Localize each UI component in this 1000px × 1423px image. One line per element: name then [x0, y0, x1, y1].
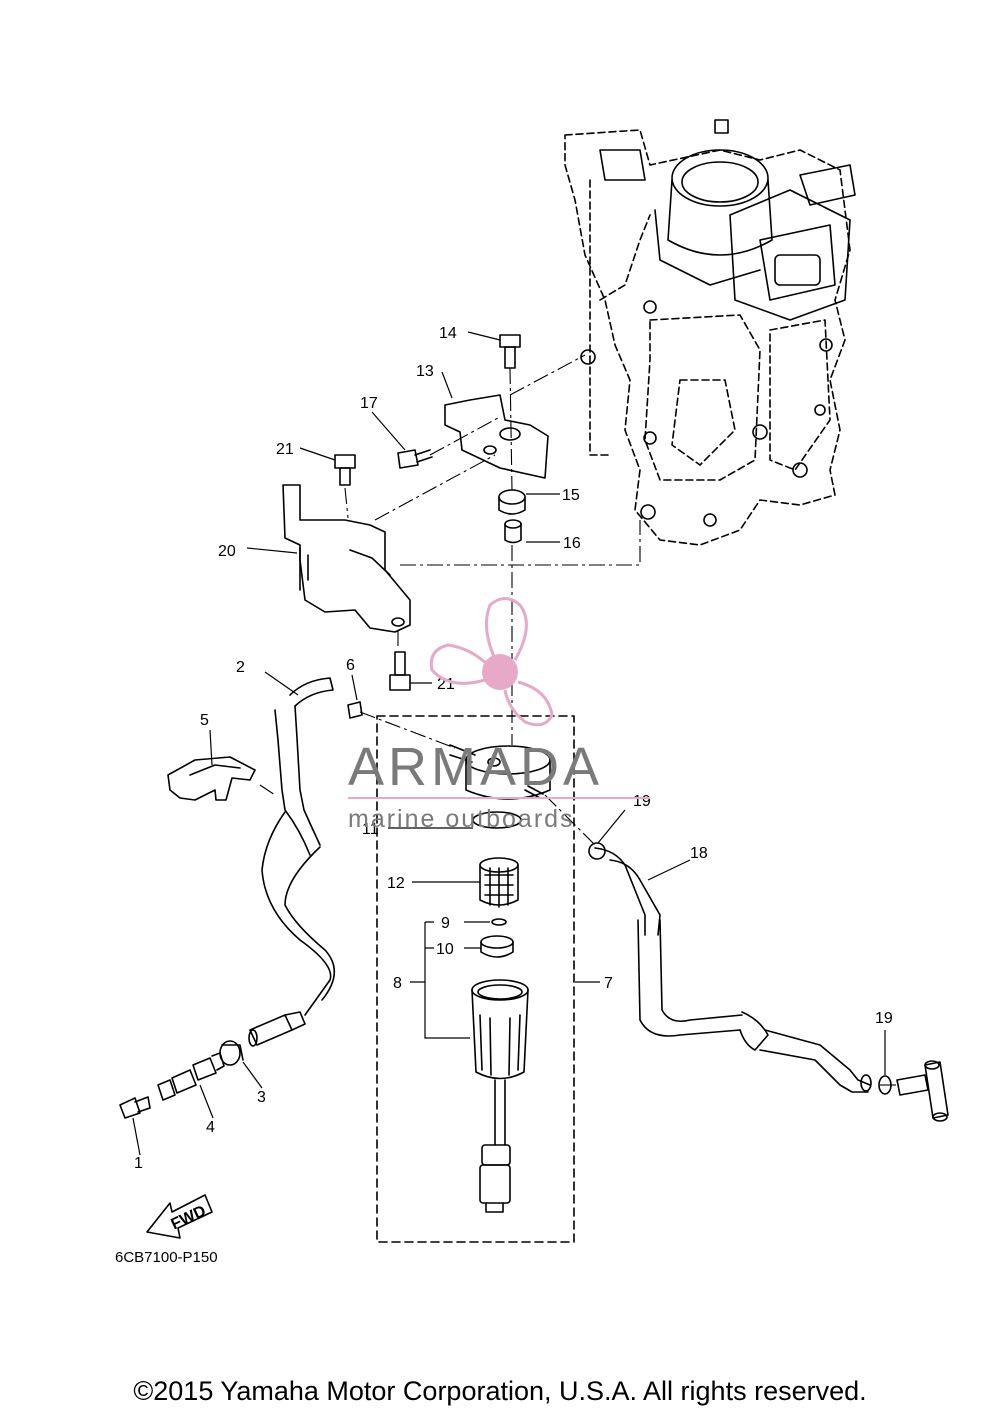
- callout-10: 10: [436, 941, 454, 958]
- callout-3: 3: [257, 1089, 266, 1106]
- filter-element-12: [479, 857, 519, 908]
- armada-watermark: ARMADA marine outboards: [348, 597, 650, 833]
- callout-9: 9: [441, 915, 450, 932]
- clamp-3: [219, 1040, 244, 1066]
- float-10: [480, 935, 514, 958]
- copyright-notice: ©2015 Yamaha Motor Corporation, U.S.A. A…: [133, 1376, 867, 1406]
- callout-20: 20: [218, 543, 236, 560]
- part-code: 6CB7100-P150: [115, 1249, 218, 1266]
- cup-8: [471, 979, 529, 1213]
- callout-1: 1: [134, 1155, 143, 1172]
- callout-8: 8: [393, 975, 402, 992]
- callout-4: 4: [206, 1119, 215, 1136]
- assembly-dash-lines: [259, 354, 898, 1086]
- watermark-brand: ARMADA: [348, 737, 603, 797]
- callout-13: 13: [416, 363, 434, 380]
- clamp-6: [347, 701, 363, 719]
- watermark-tagline: marine outboards: [348, 805, 575, 833]
- clip-5: [167, 756, 256, 801]
- hose-fitting: [248, 1011, 306, 1047]
- filter-cover: [282, 484, 411, 633]
- callout-2: 2: [236, 659, 245, 676]
- ring-9: [491, 918, 507, 926]
- callout-6: 6: [346, 657, 355, 674]
- callout-12: 12: [387, 875, 405, 892]
- callout-16: 16: [563, 535, 581, 552]
- callout-7: 7: [604, 975, 613, 992]
- callout-labels: 1 2 3 4 5 6 7 8 9 10 11 12 13 14 15 16 1…: [134, 325, 893, 1172]
- callout-19-upper: 19: [633, 793, 651, 810]
- callout-14: 14: [439, 325, 457, 342]
- intake-manifold-drawing: [564, 119, 856, 546]
- connector-4: [157, 1052, 225, 1101]
- bolt-21-lower: [389, 651, 411, 691]
- callout-11: 11: [362, 821, 379, 838]
- fwd-arrow: [146, 1194, 213, 1239]
- callout-19-lower: 19: [875, 1010, 893, 1027]
- callout-5: 5: [200, 712, 209, 729]
- callout-17: 17: [360, 395, 378, 412]
- callout-21-upper: 21: [276, 441, 294, 458]
- propeller-logo-icon: [429, 597, 554, 727]
- leader-lines: [132, 331, 886, 1156]
- fwd-label: FWD: [168, 1203, 208, 1234]
- fuel-hose-18: [594, 847, 872, 1093]
- callout-18: 18: [690, 845, 708, 862]
- callout-15: 15: [562, 487, 580, 504]
- o-ring-11: [472, 811, 522, 829]
- fuel-hose-2: [261, 677, 336, 1016]
- grommet-15: [498, 489, 526, 515]
- bolt-17: [397, 449, 433, 469]
- bolt-21-upper: [334, 454, 356, 486]
- plug-1: [119, 1096, 151, 1119]
- clamp-19-upper: [588, 842, 606, 860]
- fuel-filter-assembly-frame: [376, 715, 575, 1243]
- fuel-filter-bracket: [444, 394, 549, 479]
- bolt-14: [499, 334, 521, 369]
- collar-16: [504, 519, 522, 544]
- tee-joint: [896, 1060, 949, 1122]
